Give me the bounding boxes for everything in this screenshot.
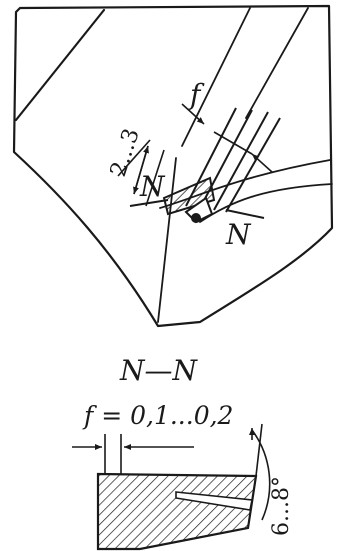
label-n-left: N: [139, 170, 166, 203]
margin-edge: [199, 183, 333, 223]
drill-tip-view: [12, 4, 334, 328]
section-profile: [96, 472, 258, 551]
dimension-f-bottom: [72, 434, 194, 474]
label-n-right: N: [225, 218, 252, 251]
facet-detail: [162, 107, 281, 224]
dimension-2-3: [117, 139, 165, 207]
flute-edge-left-1: [14, 8, 106, 122]
label-angle: 6...8°: [269, 476, 294, 536]
dimension-f-top: [181, 103, 273, 173]
section-marker-left: [129, 199, 169, 207]
section-title: N—N: [119, 354, 199, 387]
flute-edge-right-1: [181, 7, 251, 147]
flute-edge-left-2: [157, 157, 177, 323]
angle-dimension: [249, 423, 271, 521]
drill-outline: [12, 4, 334, 328]
flute-edge-right-2: [245, 7, 309, 119]
section-marker-right: [225, 209, 265, 219]
label-f-formula: f = 0,1...0,2: [82, 401, 233, 430]
